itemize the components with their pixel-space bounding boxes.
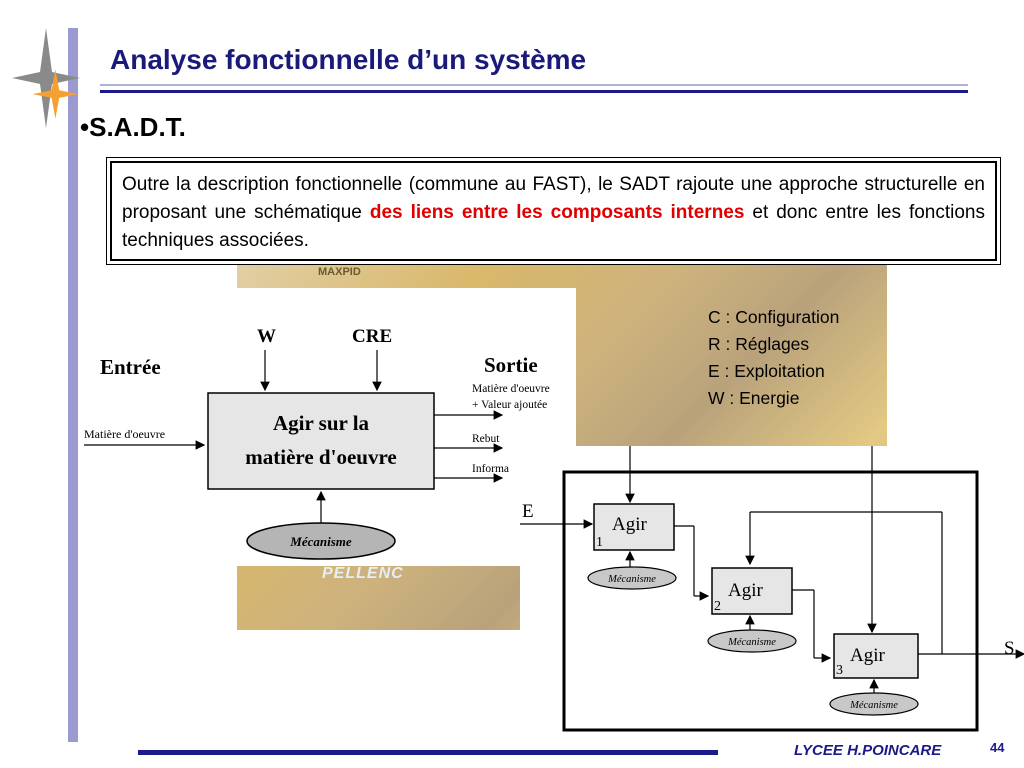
description-part-1: Outre la description fonctionnelle (comm… bbox=[122, 174, 985, 223]
page-number: 44 bbox=[990, 740, 1005, 755]
mechanism-ellipse-1 bbox=[587, 566, 677, 590]
input-label: Matière d'oeuvre bbox=[84, 427, 165, 441]
bullet-heading: •S.A.D.T. bbox=[80, 112, 186, 142]
output-label-3: Informa bbox=[472, 463, 509, 475]
title-rule-light bbox=[100, 84, 968, 86]
footer-rule bbox=[138, 750, 718, 755]
photo-label-bottom: PELLENC bbox=[322, 565, 404, 582]
output-label-2: Rebut bbox=[472, 433, 500, 445]
function-block-1-label: Agir bbox=[612, 514, 648, 535]
mechanism-label-1: Mécanisme bbox=[607, 574, 656, 585]
output-s-label: S bbox=[1004, 638, 1015, 659]
function-block-3 bbox=[833, 633, 919, 679]
sadt-basic-diagram: Entrée Sortie W CRE Agir sur la matière … bbox=[82, 288, 576, 566]
input-heading: Entrée bbox=[100, 355, 161, 379]
function-block-2 bbox=[711, 567, 793, 615]
function-block-3-index: 3 bbox=[836, 663, 843, 678]
decomposition-frame bbox=[562, 470, 979, 732]
mechanism-label-3: Mécanisme bbox=[849, 700, 898, 711]
function-block-3-label: Agir bbox=[850, 645, 886, 666]
function-block-2-label: Agir bbox=[728, 580, 764, 601]
star-icon bbox=[12, 28, 80, 128]
mechanism-ellipse-2 bbox=[707, 629, 797, 653]
function-box-line1: Agir sur la bbox=[273, 411, 370, 435]
control-cre-label: CRE bbox=[352, 326, 392, 347]
function-block-1-index: 1 bbox=[596, 535, 603, 550]
output-heading: Sortie bbox=[484, 353, 538, 377]
function-box-line2: matière d'oeuvre bbox=[245, 445, 396, 469]
legend-item: W : Energie bbox=[708, 388, 800, 408]
sadt-decomposition-diagram: E S Agir 1 Agir 2 Agir 3 Mécanisme Mécan… bbox=[520, 446, 1024, 748]
footer-school-name: LYCEE H.POINCARE bbox=[794, 742, 942, 759]
description-part-2: et donc entre les fonctions techniques a… bbox=[122, 202, 985, 251]
legend-item: C : Configuration bbox=[708, 307, 840, 327]
page-title: Analyse fonctionnelle d’un système bbox=[110, 44, 587, 75]
function-block-2-index: 2 bbox=[714, 599, 721, 614]
description-text: Outre la description fonctionnelle (comm… bbox=[110, 161, 997, 261]
mechanism-label: Mécanisme bbox=[289, 534, 352, 549]
description-highlight: des liens entre les composants internes bbox=[369, 202, 745, 223]
legend-item: E : Exploitation bbox=[708, 361, 825, 381]
mechanism-ellipse-3 bbox=[829, 692, 919, 716]
mechanism-ellipse bbox=[246, 522, 396, 560]
output-label-1b: + Valeur ajoutée bbox=[472, 399, 547, 411]
description-box: Outre la description fonctionnelle (comm… bbox=[106, 157, 1001, 265]
control-w-label: W bbox=[257, 326, 276, 347]
function-box bbox=[207, 392, 435, 490]
legend: C : Configuration R : Réglages E : Explo… bbox=[708, 304, 839, 412]
left-accent-bar bbox=[68, 28, 78, 742]
function-block-1 bbox=[593, 503, 675, 551]
title-rule bbox=[100, 90, 968, 93]
input-e-label: E bbox=[522, 501, 534, 522]
output-label-1: Matière d'oeuvre bbox=[472, 383, 550, 395]
legend-item: R : Réglages bbox=[708, 334, 810, 354]
mechanism-label-2: Mécanisme bbox=[727, 637, 776, 648]
photo-label-top: MAXPID bbox=[318, 266, 361, 278]
